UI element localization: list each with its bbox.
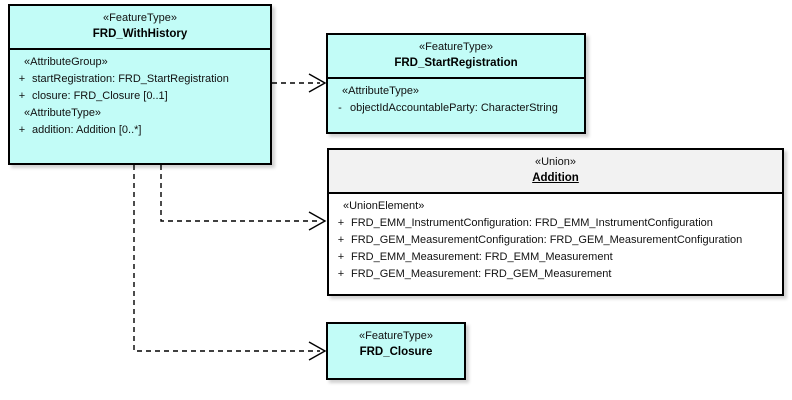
class-header-frd-start-registration: «FeatureType» FRD_StartRegistration	[328, 35, 584, 77]
attribute-visibility: +	[337, 251, 345, 263]
attribute-visibility: -	[338, 102, 342, 114]
attribute-row[interactable]: - objectIdAccountableParty: CharacterStr…	[330, 100, 582, 117]
attribute-label: objectIdAccountableParty: CharacterStrin…	[350, 102, 558, 114]
attribute-row[interactable]: + startRegistration: FRD_StartRegistrati…	[12, 71, 268, 88]
attribute-row[interactable]: + FRD_GEM_Measurement: FRD_GEM_Measureme…	[331, 266, 780, 283]
attribute-label: FRD_EMM_InstrumentConfiguration: FRD_EMM…	[351, 217, 713, 229]
dependency-withhistory-to-closure[interactable]	[133, 165, 327, 361]
compartment-divider	[328, 77, 584, 79]
attribute-label: FRD_GEM_Measurement: FRD_GEM_Measurement	[351, 268, 612, 280]
attribute-group-stereotype: «AttributeGroup»	[24, 56, 108, 68]
attribute-row[interactable]: + addition: Addition [0..*]	[12, 122, 268, 139]
class-attributes-frd-with-history: «AttributeGroup» + startRegistration: FR…	[10, 50, 270, 143]
attribute-label: startRegistration: FRD_StartRegistration	[32, 73, 229, 85]
class-header-frd-closure: «FeatureType» FRD_Closure	[328, 324, 464, 366]
attribute-visibility: +	[18, 73, 26, 85]
class-name: FRD_Closure	[359, 346, 433, 358]
class-name: FRD_WithHistory	[92, 28, 188, 40]
attribute-label: FRD_GEM_MeasurementConfiguration: FRD_GE…	[351, 234, 743, 246]
attribute-label: addition: Addition [0..*]	[32, 124, 142, 136]
attribute-visibility: +	[337, 268, 345, 280]
compartment-divider	[10, 48, 270, 50]
attribute-visibility: +	[18, 124, 26, 136]
class-box-frd-with-history[interactable]: «FeatureType» FRD_WithHistory «Attribute…	[8, 4, 272, 165]
class-stereotype: «FeatureType»	[103, 12, 177, 24]
class-header-addition: «Union» Addition	[329, 150, 782, 192]
attribute-group-stereotype: «AttributeType»	[342, 85, 420, 97]
class-attributes-frd-start-registration: «AttributeType» - objectIdAccountablePar…	[328, 79, 584, 121]
class-header-frd-with-history: «FeatureType» FRD_WithHistory	[10, 6, 270, 48]
dependency-withhistory-to-startregistration[interactable]	[272, 73, 327, 93]
class-box-addition[interactable]: «Union» Addition «UnionElement» + FRD_EM…	[327, 148, 784, 296]
attribute-visibility: +	[337, 217, 345, 229]
class-box-frd-start-registration[interactable]: «FeatureType» FRD_StartRegistration «Att…	[326, 33, 586, 134]
class-stereotype: «Union»	[535, 156, 576, 168]
attribute-row[interactable]: + FRD_GEM_MeasurementConfiguration: FRD_…	[331, 232, 780, 249]
attribute-row[interactable]: + FRD_EMM_Measurement: FRD_EMM_Measureme…	[331, 249, 780, 266]
class-stereotype: «FeatureType»	[359, 330, 433, 342]
dependency-withhistory-to-addition[interactable]	[160, 165, 327, 231]
class-name: FRD_StartRegistration	[394, 57, 518, 69]
class-name: Addition	[532, 172, 579, 184]
compartment-divider	[329, 192, 782, 194]
attribute-visibility: +	[337, 234, 345, 246]
attribute-visibility: +	[18, 90, 26, 102]
class-box-frd-closure[interactable]: «FeatureType» FRD_Closure	[326, 322, 466, 380]
attribute-row[interactable]: + closure: FRD_Closure [0..1]	[12, 88, 268, 105]
class-stereotype: «FeatureType»	[419, 41, 493, 53]
attribute-row[interactable]: + FRD_EMM_InstrumentConfiguration: FRD_E…	[331, 215, 780, 232]
attribute-group-stereotype: «UnionElement»	[343, 200, 425, 212]
attribute-group-stereotype: «AttributeType»	[24, 107, 102, 119]
attribute-label: closure: FRD_Closure [0..1]	[32, 90, 168, 102]
attribute-label: FRD_EMM_Measurement: FRD_EMM_Measurement	[351, 251, 613, 263]
class-attributes-addition: «UnionElement» + FRD_EMM_InstrumentConfi…	[329, 194, 782, 287]
